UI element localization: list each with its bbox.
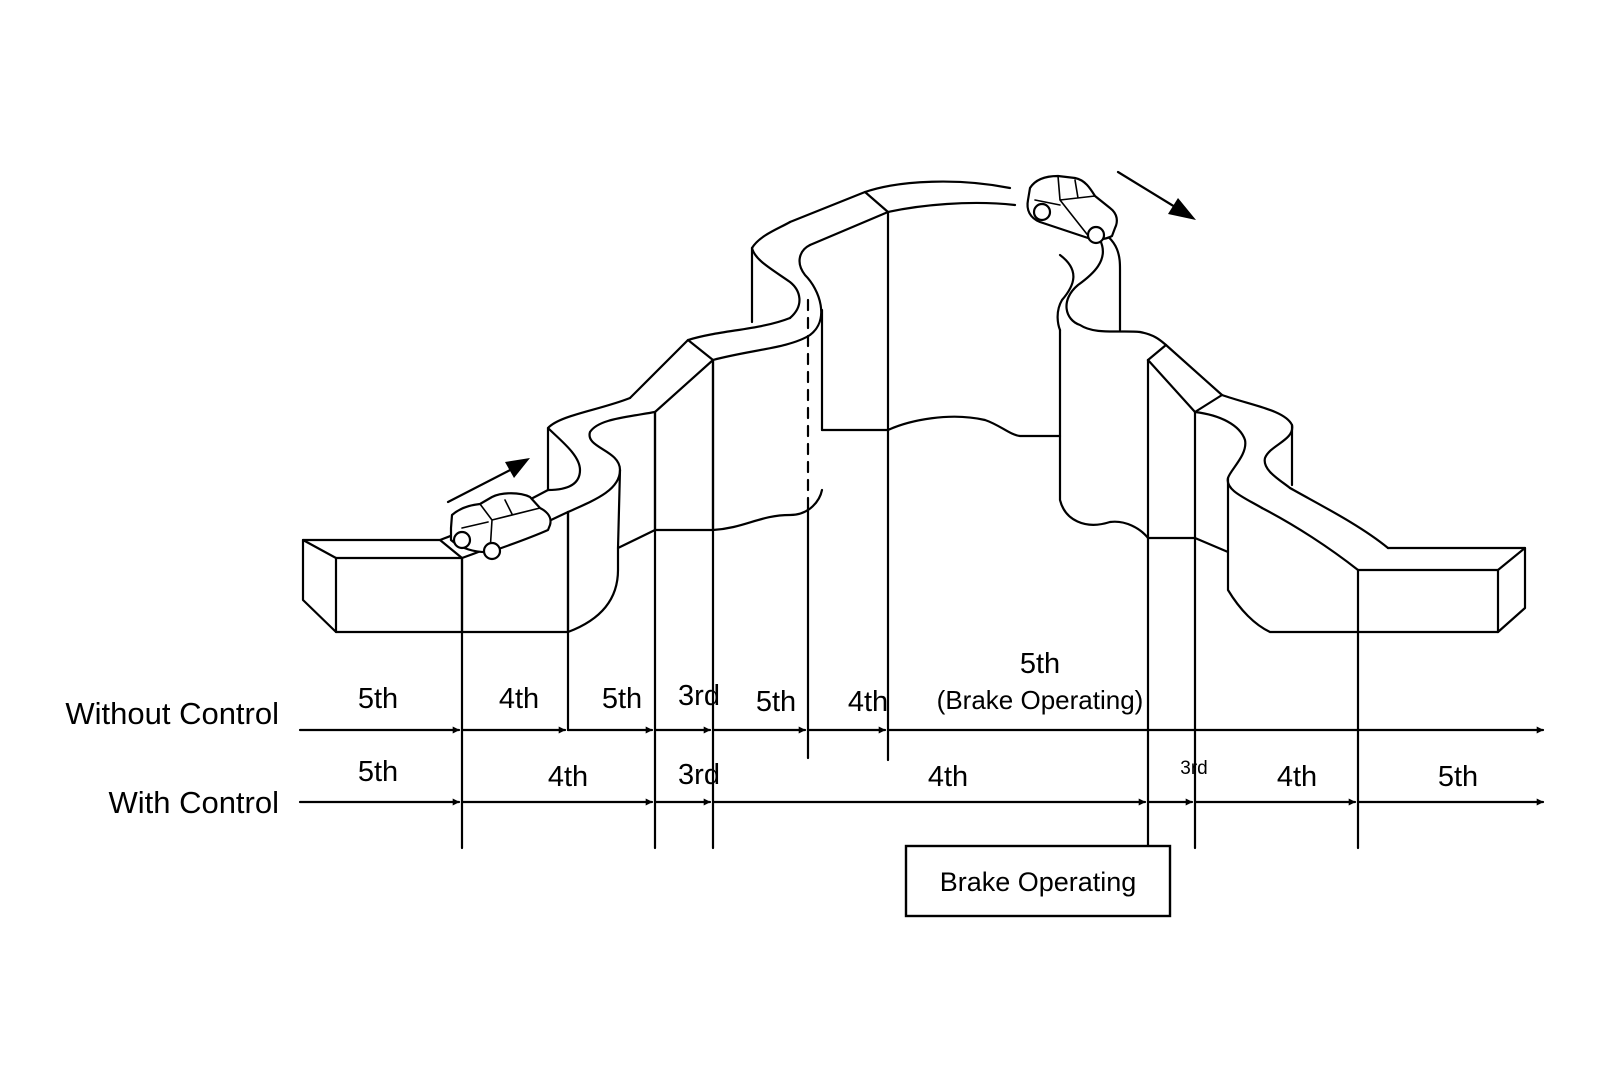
with-gear-label: 4th [548, 761, 588, 793]
without-gear-label: 3rd [678, 680, 720, 712]
with-gear-label: 5th [358, 756, 398, 788]
direction-arrow-down-icon [1116, 170, 1196, 220]
car-uphill-icon [449, 492, 552, 561]
without-gear-label: 4th [848, 686, 888, 718]
brake-operating-box: Brake Operating [904, 844, 1172, 918]
row-label-with-control: With Control [108, 785, 279, 820]
without-gear-label: 5th [1020, 648, 1060, 680]
terrain-road [301, 180, 1527, 634]
without-gear-label: 5th [756, 686, 796, 718]
with-gear-label: 3rd [1180, 758, 1207, 779]
car-downhill-icon [1026, 174, 1118, 245]
zone-dividers [460, 210, 1360, 850]
with-gear-label: 4th [928, 761, 968, 793]
row-label-without-control: Without Control [65, 696, 279, 731]
without-gear-label: 4th [499, 683, 539, 715]
without-gear-label: 5th [358, 683, 398, 715]
with-gear-label: 3rd [678, 759, 720, 791]
without-brake-note: (Brake Operating) [937, 685, 1144, 715]
with-gear-label: 4th [1277, 761, 1317, 793]
without-gear-label: 5th [602, 683, 642, 715]
direction-arrow-up-icon [446, 458, 530, 504]
with-gear-label: 5th [1438, 761, 1478, 793]
brake-operating-label: Brake Operating [940, 867, 1137, 897]
